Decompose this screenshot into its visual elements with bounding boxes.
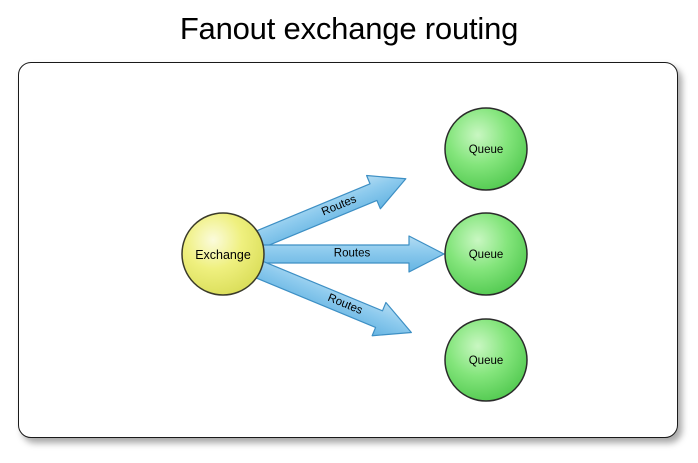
node-queue-middle[interactable]: Queue <box>444 212 528 296</box>
queue-label-middle: Queue <box>469 249 504 261</box>
queue-circle-middle <box>444 212 528 296</box>
edge-exchange-to-queue-bottom[interactable]: Routes <box>251 252 418 349</box>
exchange-circle <box>181 212 265 296</box>
edge-label-middle: Routes <box>334 248 371 260</box>
page-title: Fanout exchange routing <box>179 11 519 46</box>
arrow-shape-top <box>253 174 407 249</box>
queue-label-bottom: Queue <box>469 355 504 367</box>
queue-circle-bottom <box>444 318 528 402</box>
queue-circle-top <box>444 107 528 191</box>
edge-exchange-to-queue-top[interactable]: Routes <box>251 162 413 256</box>
node-exchange[interactable]: Exchange <box>181 212 265 296</box>
edge-exchange-to-queue-middle[interactable]: Routes <box>260 235 445 273</box>
exchange-label: Exchange <box>195 248 251 262</box>
node-queue-bottom[interactable]: Queue <box>444 318 528 402</box>
queue-label-top: Queue <box>469 144 504 156</box>
node-queue-top[interactable]: Queue <box>444 107 528 191</box>
arrow-shape-middle <box>260 235 445 273</box>
arrow-shape-bottom <box>253 260 412 337</box>
